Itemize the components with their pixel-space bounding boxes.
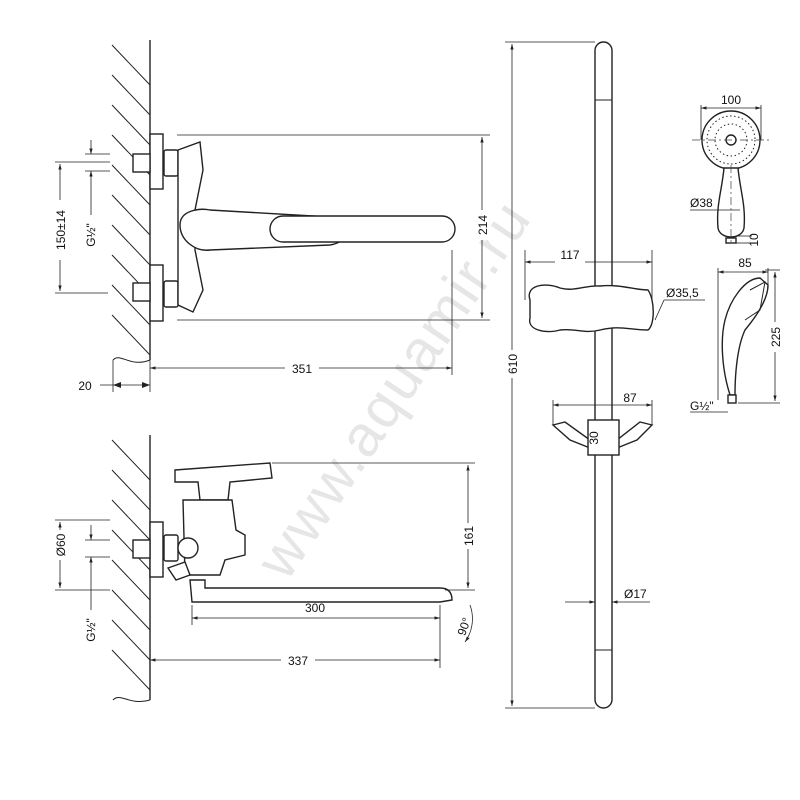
hand-shower: 100 Ø38 10 85 225 G½" (690, 93, 783, 413)
dim-height-214: 214 (476, 215, 490, 235)
dim-thread-side: G½" (84, 618, 98, 642)
dim-holder-diameter: Ø35,5 (666, 286, 699, 300)
dim-swivel-angle: 90° (455, 616, 474, 638)
dim-rod-diameter: Ø17 (624, 587, 647, 601)
slide-bar: 610 117 Ø35,5 87 30 Ø17 (504, 41, 705, 709)
dim-nozzle-10: 10 (747, 233, 761, 247)
wall-hatching (111, 40, 151, 363)
dim-bracket-height-30: 30 (587, 431, 601, 445)
dim-bar-length-610: 610 (506, 354, 520, 374)
dim-spout-reach-300: 300 (305, 601, 325, 615)
dim-length-351: 351 (292, 362, 312, 376)
dim-head-diameter-100: 100 (721, 93, 741, 107)
dim-bracket-width-87: 87 (623, 391, 637, 405)
dim-length-225: 225 (769, 327, 783, 347)
mixer-front-view: 214 351 20 150±14 G½" (52, 40, 490, 393)
dim-wall-offset-20: 20 (78, 379, 92, 393)
watermark: www.aquamir.ru (243, 188, 544, 590)
dim-flange-diameter: Ø60 (54, 533, 68, 556)
dim-total-reach-337: 337 (288, 654, 308, 668)
dim-thread-shower: G½" (690, 399, 714, 413)
mixer-side-view: 161 300 337 90° Ø60 G½" (52, 435, 476, 702)
dim-holder-width-117: 117 (560, 248, 579, 262)
dim-handle-diameter: Ø38 (690, 196, 713, 210)
dim-depth-85: 85 (738, 256, 752, 270)
dim-thread-front: G½" (84, 223, 98, 247)
dim-inlet-spacing: 150±14 (54, 210, 68, 250)
dim-height-161: 161 (462, 526, 476, 546)
